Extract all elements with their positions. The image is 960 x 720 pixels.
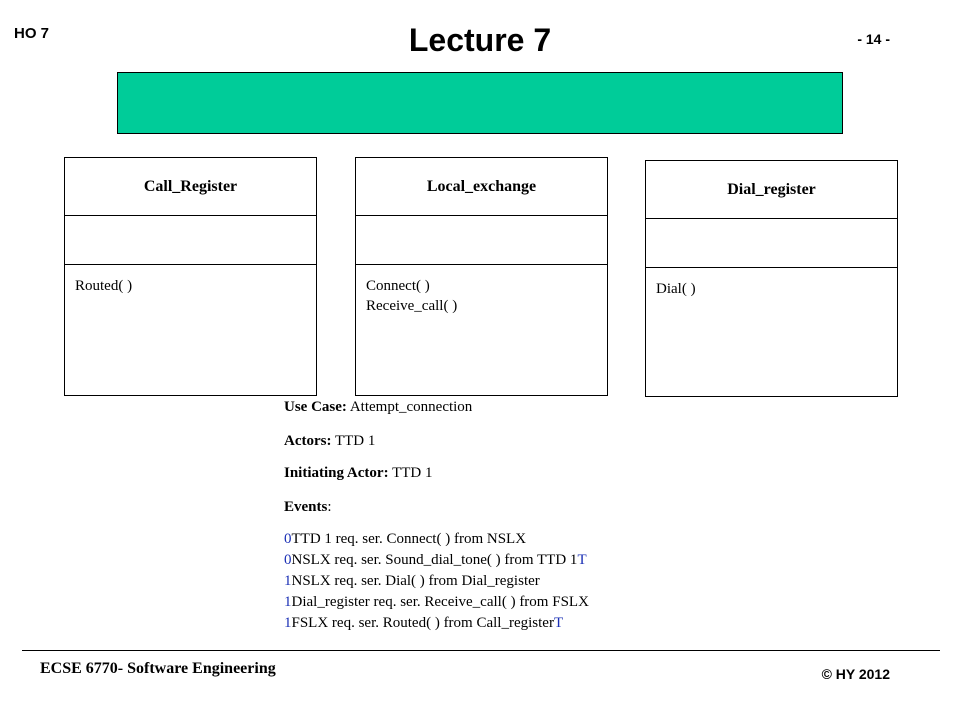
- event-item: 1Dial_register req. ser. Receive_call( )…: [284, 594, 589, 610]
- operation: Receive_call( ): [366, 298, 458, 314]
- title-banner: [117, 72, 843, 134]
- class-operations: Routed( ): [75, 276, 132, 296]
- class-divider: [646, 267, 897, 268]
- use-case-row: Use Case: Attempt_connection: [284, 399, 472, 416]
- page-title: Lecture 7: [408, 22, 552, 58]
- class-divider: [646, 218, 897, 219]
- page-number: - 14 -: [857, 31, 890, 47]
- use-case-label: Use Case:: [284, 399, 347, 415]
- use-case-value: Attempt_connection: [349, 399, 473, 415]
- class-name: Local_exchange: [426, 178, 537, 195]
- course-name: ECSE 6770- Software Engineering: [40, 660, 276, 677]
- actors-row: Actors: TTD 1: [284, 433, 375, 450]
- class-box-local-exchange: Local_exchange Connect( ) Receive_call( …: [355, 157, 608, 396]
- operation: Routed( ): [75, 278, 133, 294]
- event-item: 0NSLX req. ser. Sound_dial_tone( ) from …: [284, 552, 587, 568]
- class-box-call-register: Call_Register Routed( ): [64, 157, 317, 396]
- copyright: © HY 2012: [821, 666, 890, 682]
- class-name: Call_Register: [143, 178, 238, 195]
- operation: Dial( ): [656, 281, 696, 297]
- class-name: Dial_register: [727, 181, 816, 198]
- initiating-actor-row: Initiating Actor: TTD 1: [284, 465, 432, 482]
- operation: Connect( ): [366, 278, 430, 294]
- class-divider: [356, 264, 607, 265]
- handout-label: HO 7: [14, 25, 50, 42]
- class-operations: Dial( ): [656, 279, 696, 299]
- class-divider: [356, 215, 607, 216]
- class-divider: [65, 215, 316, 216]
- event-item: 1FSLX req. ser. Routed( ) from Call_regi…: [284, 615, 564, 631]
- initiating-actor-value: TTD 1: [392, 465, 433, 481]
- class-operations: Connect( ) Receive_call( ): [366, 276, 457, 316]
- class-box-dial-register: Dial_register Dial( ): [645, 160, 898, 397]
- events-heading: Events:: [284, 499, 332, 515]
- event-item: 1NSLX req. ser. Dial( ) from Dial_regist…: [284, 573, 540, 589]
- actors-value: TTD 1: [334, 433, 376, 449]
- event-item: 0TTD 1 req. ser. Connect( ) from NSLX: [284, 531, 527, 547]
- footer-divider: [22, 650, 940, 651]
- actors-label: Actors:: [284, 433, 332, 449]
- class-divider: [65, 264, 316, 265]
- initiating-actor-label: Initiating Actor:: [284, 465, 389, 481]
